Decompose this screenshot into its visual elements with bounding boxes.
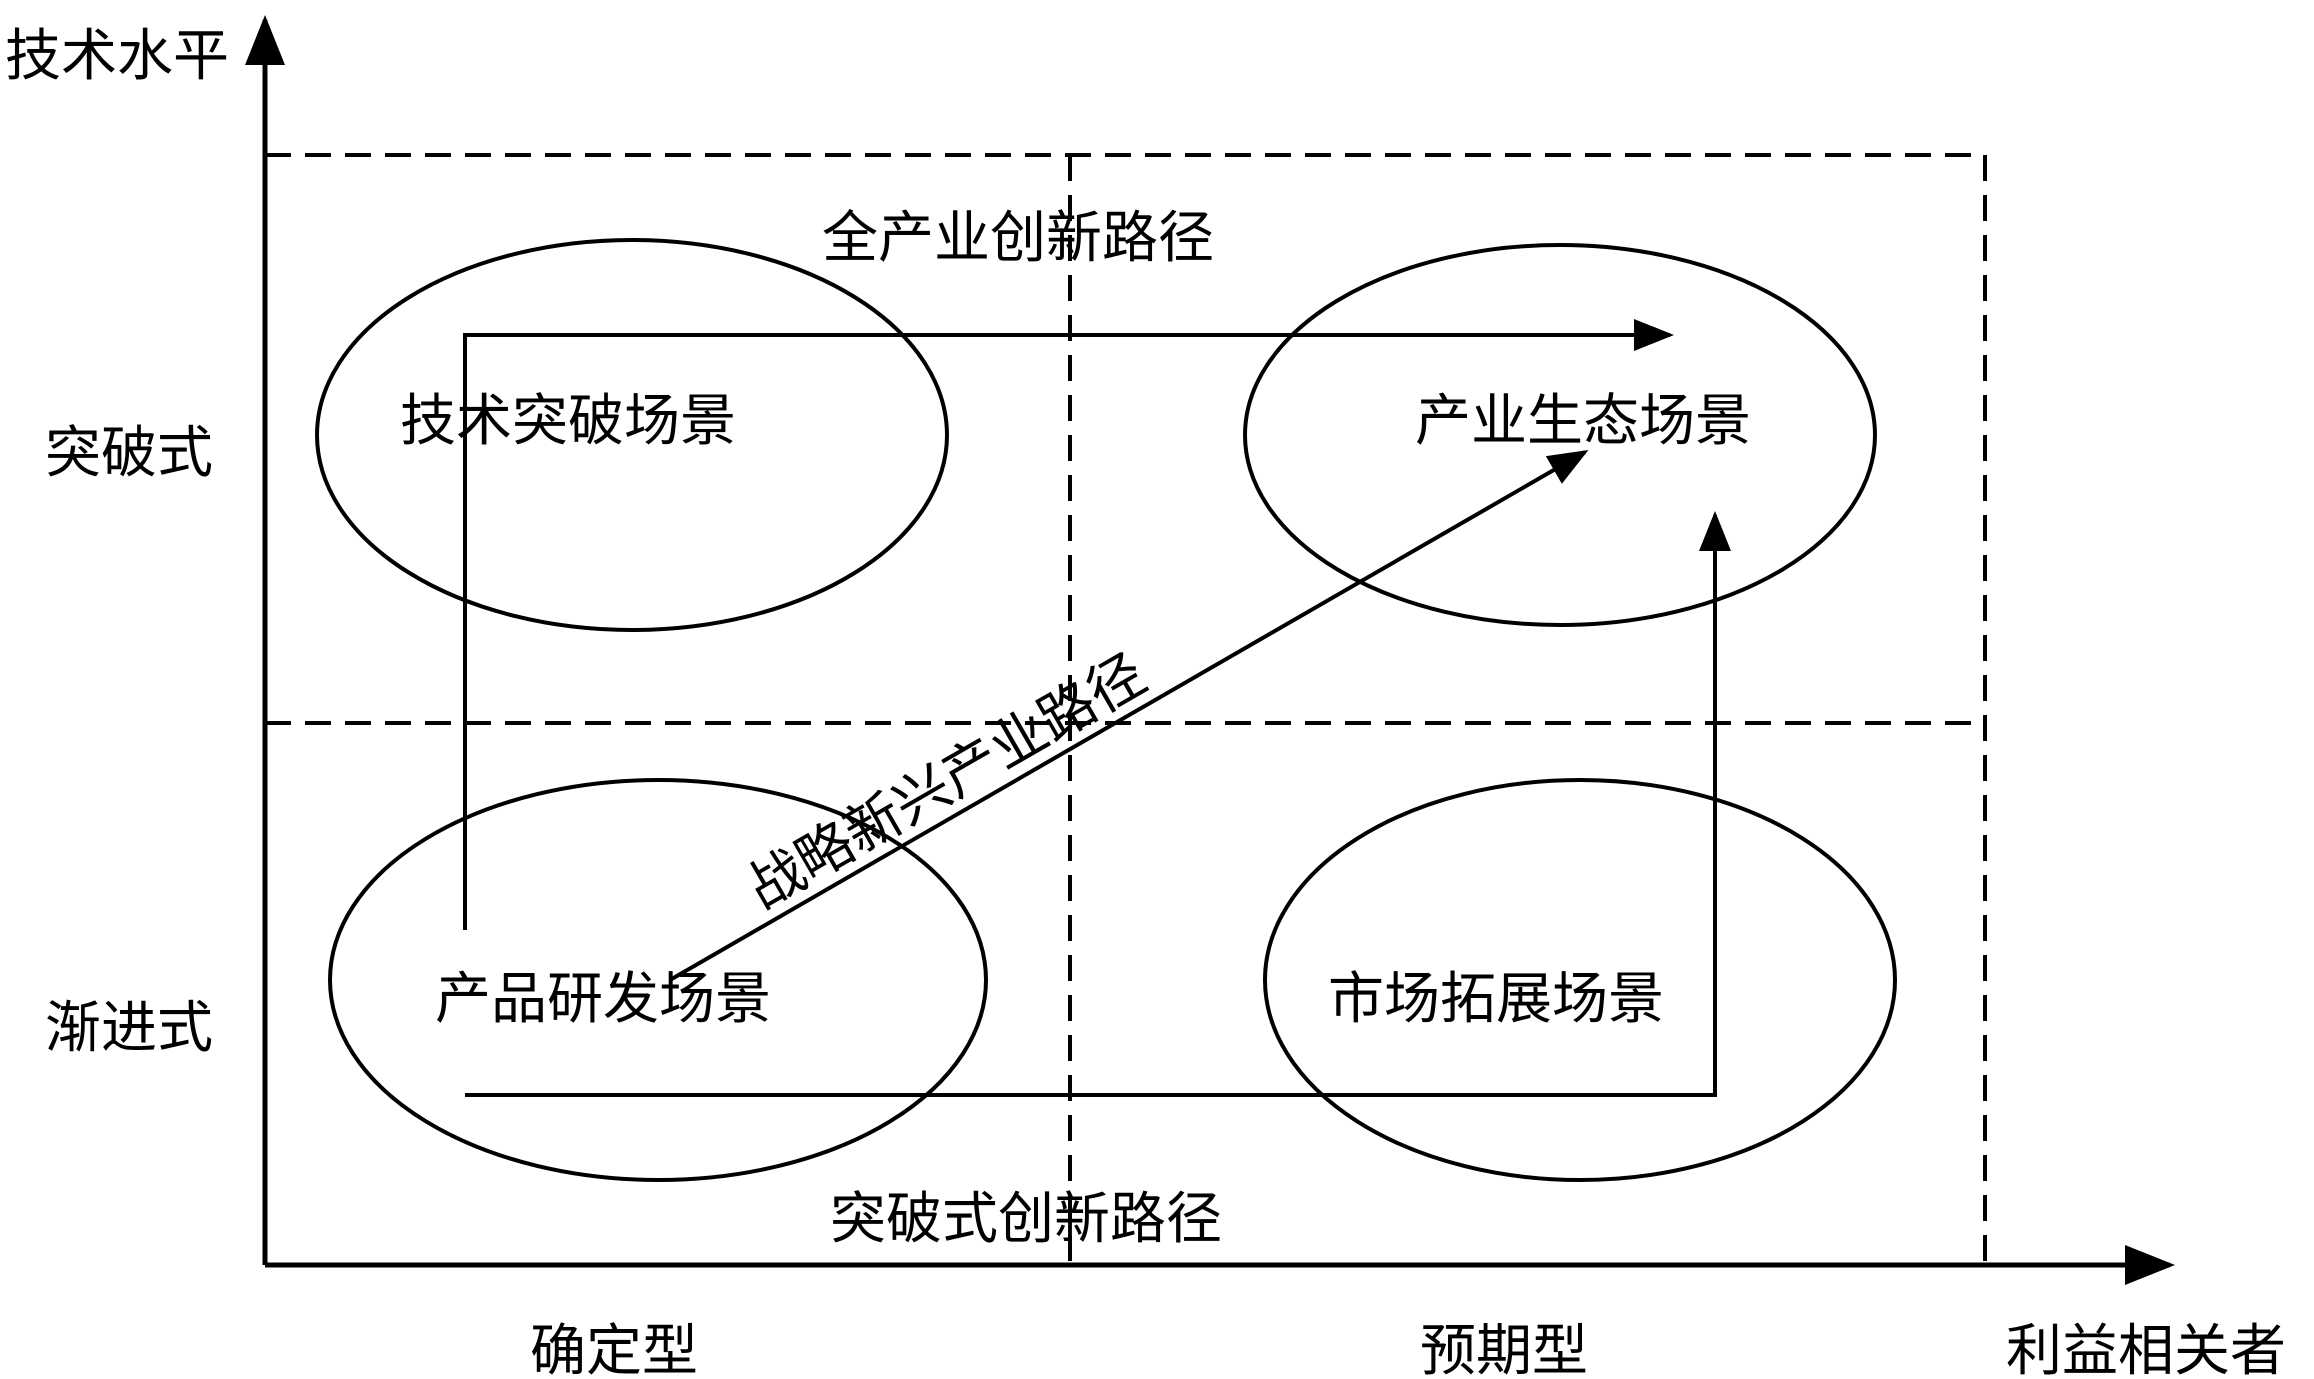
scene-label-tech-breakthrough: 技术突破场景 bbox=[400, 389, 736, 454]
path-label-whole-industry: 全产业创新路径 bbox=[822, 206, 1214, 271]
scene-label-product-rd: 产品研发场景 bbox=[435, 967, 771, 1032]
x-level-anticipatory: 预期型 bbox=[1420, 1319, 1588, 1379]
whole-industry-path-arrow bbox=[463, 319, 1674, 930]
path-label-strategic-emerging: 战略新兴产业路径 bbox=[737, 642, 1157, 922]
ellipse-tech-breakthrough bbox=[315, 238, 949, 632]
ellipse-market-expansion bbox=[1263, 778, 1897, 1182]
breakthrough-path-arrow bbox=[465, 511, 1731, 1097]
ellipse-industry-ecosystem bbox=[1243, 243, 1877, 627]
x-level-deterministic: 确定型 bbox=[530, 1319, 698, 1379]
dashed-frame bbox=[265, 153, 1987, 1265]
scene-label-market-expansion: 市场拓展场景 bbox=[1328, 967, 1664, 1032]
ellipse-product-rd bbox=[328, 778, 988, 1182]
path-label-breakthrough: 突破式创新路径 bbox=[830, 1187, 1222, 1252]
scene-label-industry-ecosystem: 产业生态场景 bbox=[1415, 389, 1751, 454]
x-axis-title: 利益相关者 bbox=[2006, 1319, 2286, 1379]
strategic-emerging-path-arrow bbox=[669, 450, 1589, 982]
y-axis-title: 技术水平 bbox=[5, 24, 229, 89]
y-level-incremental: 渐进式 bbox=[45, 996, 213, 1061]
y-level-breakthrough: 突破式 bbox=[45, 421, 213, 486]
